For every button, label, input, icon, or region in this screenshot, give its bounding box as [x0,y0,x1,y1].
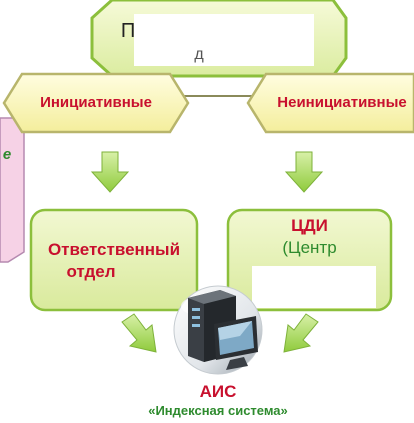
left-box-label-line2: отдел [66,262,116,281]
side-note-label-text: е [2,146,12,163]
right-tab [246,72,414,134]
server-computer-icon [173,285,263,375]
left-tab-label: Инициативные [40,94,152,111]
top-box-redaction [134,14,314,66]
left-box-label-line1: Ответственный [47,240,181,259]
left-tab [2,72,190,134]
right-box-subtitle: (Центр [282,238,337,257]
ais-title: АИС [199,382,237,401]
ais-subtitle: «Индексная система» [148,403,288,418]
down-arrow-right [284,151,324,193]
right-tab-label: Неинициативные [277,94,407,111]
left-box [29,208,199,312]
diagonal-arrow-left [121,313,157,353]
down-arrow-left [90,151,130,193]
right-box-title: ЦДИ [291,216,328,235]
right-box-redaction [252,266,376,308]
side-note [0,117,25,263]
diagonal-arrow-right [283,313,319,353]
top-box-label-start: П [120,20,136,42]
top-box-label-end: д [194,46,204,63]
